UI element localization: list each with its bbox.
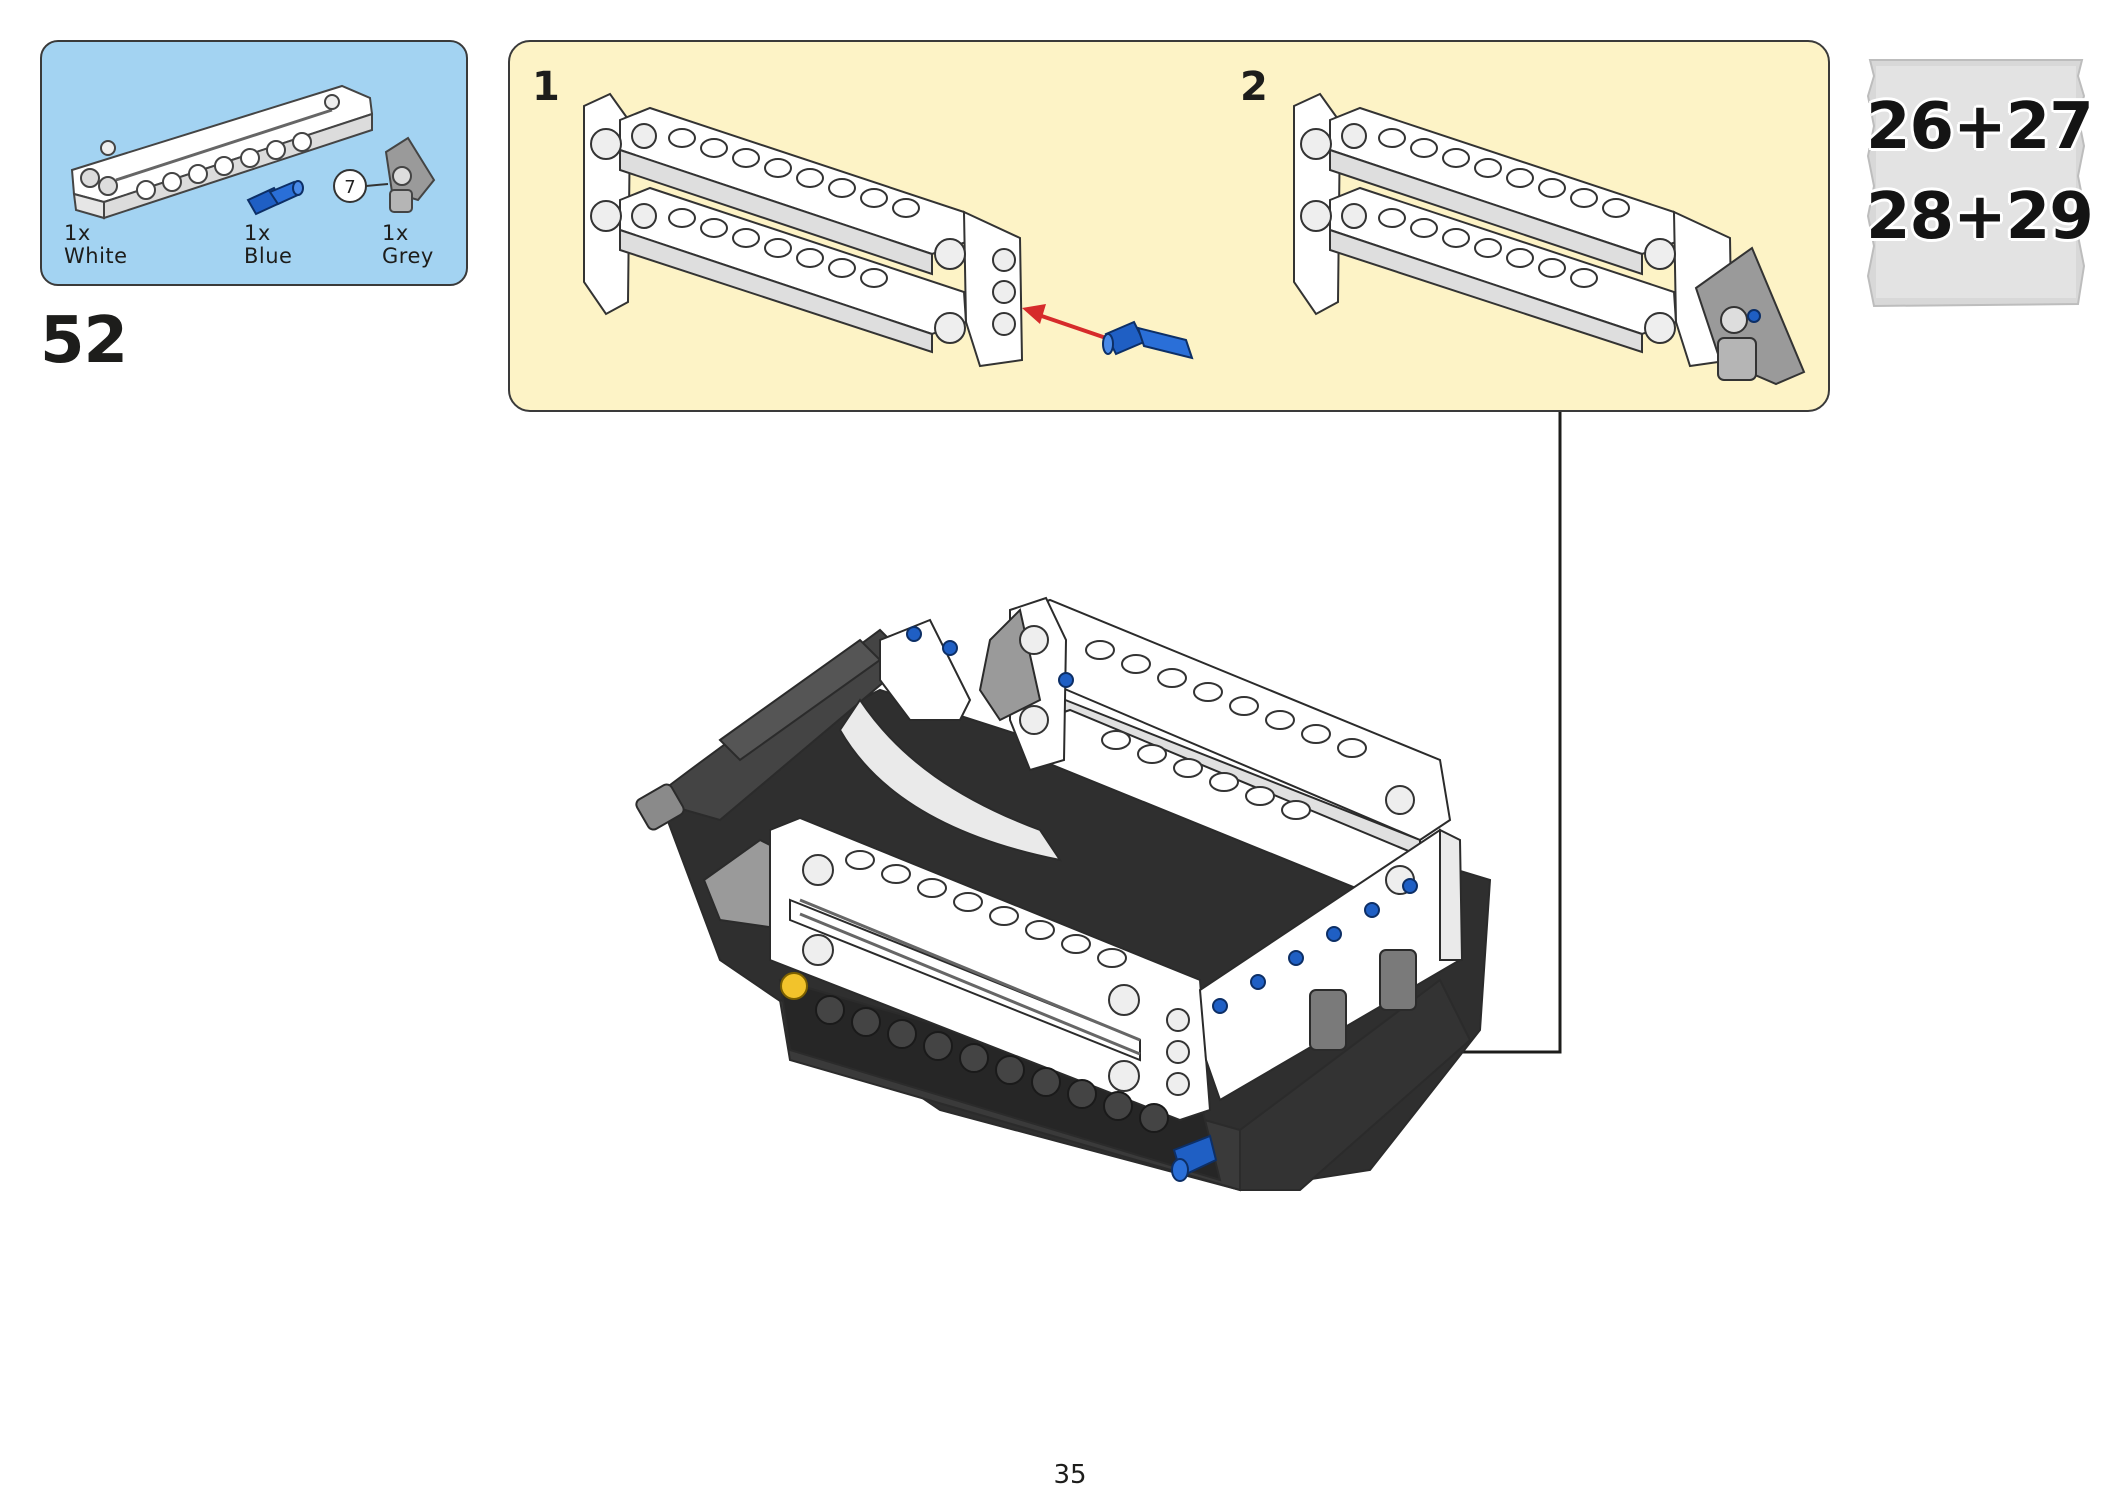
sub-step-number-1: 1 [532,64,560,110]
white-beam-icon [70,84,374,220]
part-qty: 1x [382,221,409,245]
bag-icon [1866,59,2086,308]
bag-numbers: 26+27 28+29 [1866,56,2094,310]
parts-list-callout: 7 1x White 1x Blue 1x Grey [40,40,468,286]
part-color: White [64,244,128,268]
part-label-grey: 1x Grey [382,222,434,268]
bag-line-1: 26+27 [1866,90,2094,164]
part-color: Grey [382,244,434,268]
part-qty: 1x [64,221,91,245]
sub-step-1-assembly [583,92,1194,368]
sub-step-number-2: 2 [1240,64,1268,110]
sub-assembly-callout: 1 2 [508,40,1830,412]
blue-axle-pin-icon [246,180,304,216]
part-label-white: 1x White [64,222,128,268]
part-qty: 1x [244,221,271,245]
bag-line-2: 28+29 [1866,180,2094,254]
part-color: Blue [244,244,293,268]
page-number: 35 [1053,1460,1087,1490]
sub-step-2-assembly [1293,92,1806,386]
callout-number: 7 [344,177,355,198]
grey-connector-icon: 7 [333,136,436,213]
step-number: 52 [40,304,128,378]
part-label-blue: 1x Blue [244,222,292,268]
